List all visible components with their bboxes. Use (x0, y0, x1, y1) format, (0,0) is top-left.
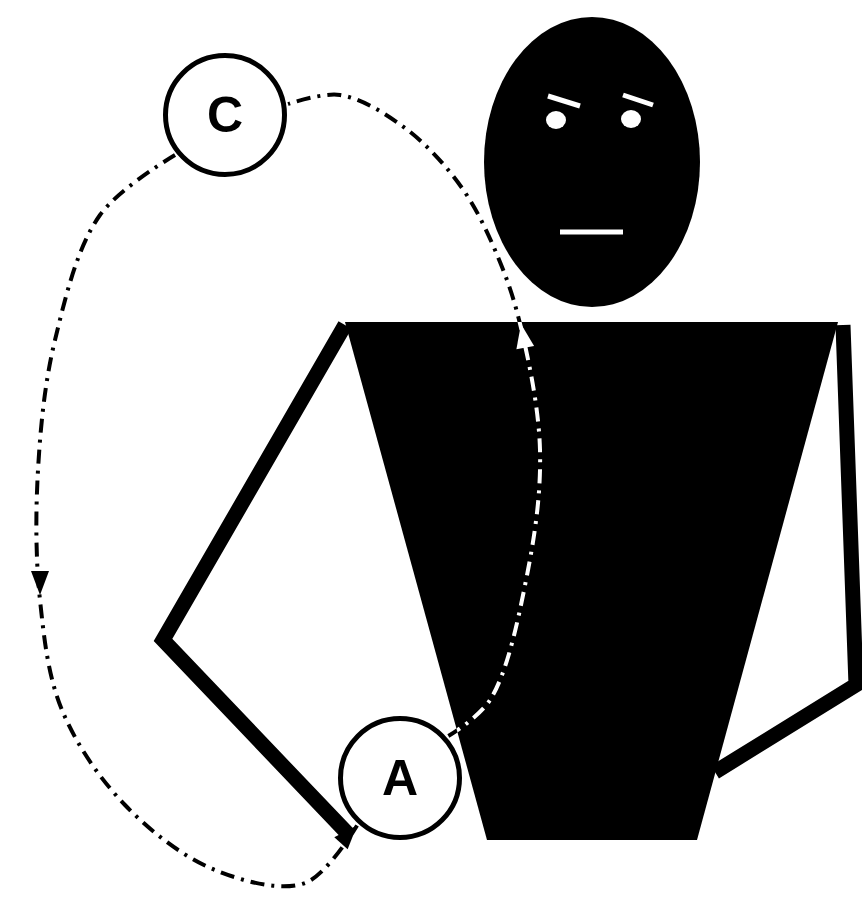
mouth (560, 230, 623, 235)
dash-dot-path (36, 155, 357, 886)
dash-dot-path (288, 95, 540, 736)
eye (621, 110, 641, 128)
arrowhead (31, 571, 49, 595)
arrowhead (516, 324, 534, 349)
node-label: A (382, 753, 418, 803)
node-label: C (207, 90, 243, 140)
flow-arrow (31, 155, 357, 886)
left-arm (163, 325, 350, 836)
head (484, 17, 700, 307)
circle-node: C (163, 53, 287, 177)
flow-arrow (288, 95, 540, 736)
eyebrow (548, 96, 580, 106)
circle-node: A (338, 716, 462, 840)
arrowhead (334, 825, 357, 849)
eyebrow (623, 95, 653, 105)
eye (546, 111, 566, 129)
dash-dot-path (288, 95, 540, 736)
